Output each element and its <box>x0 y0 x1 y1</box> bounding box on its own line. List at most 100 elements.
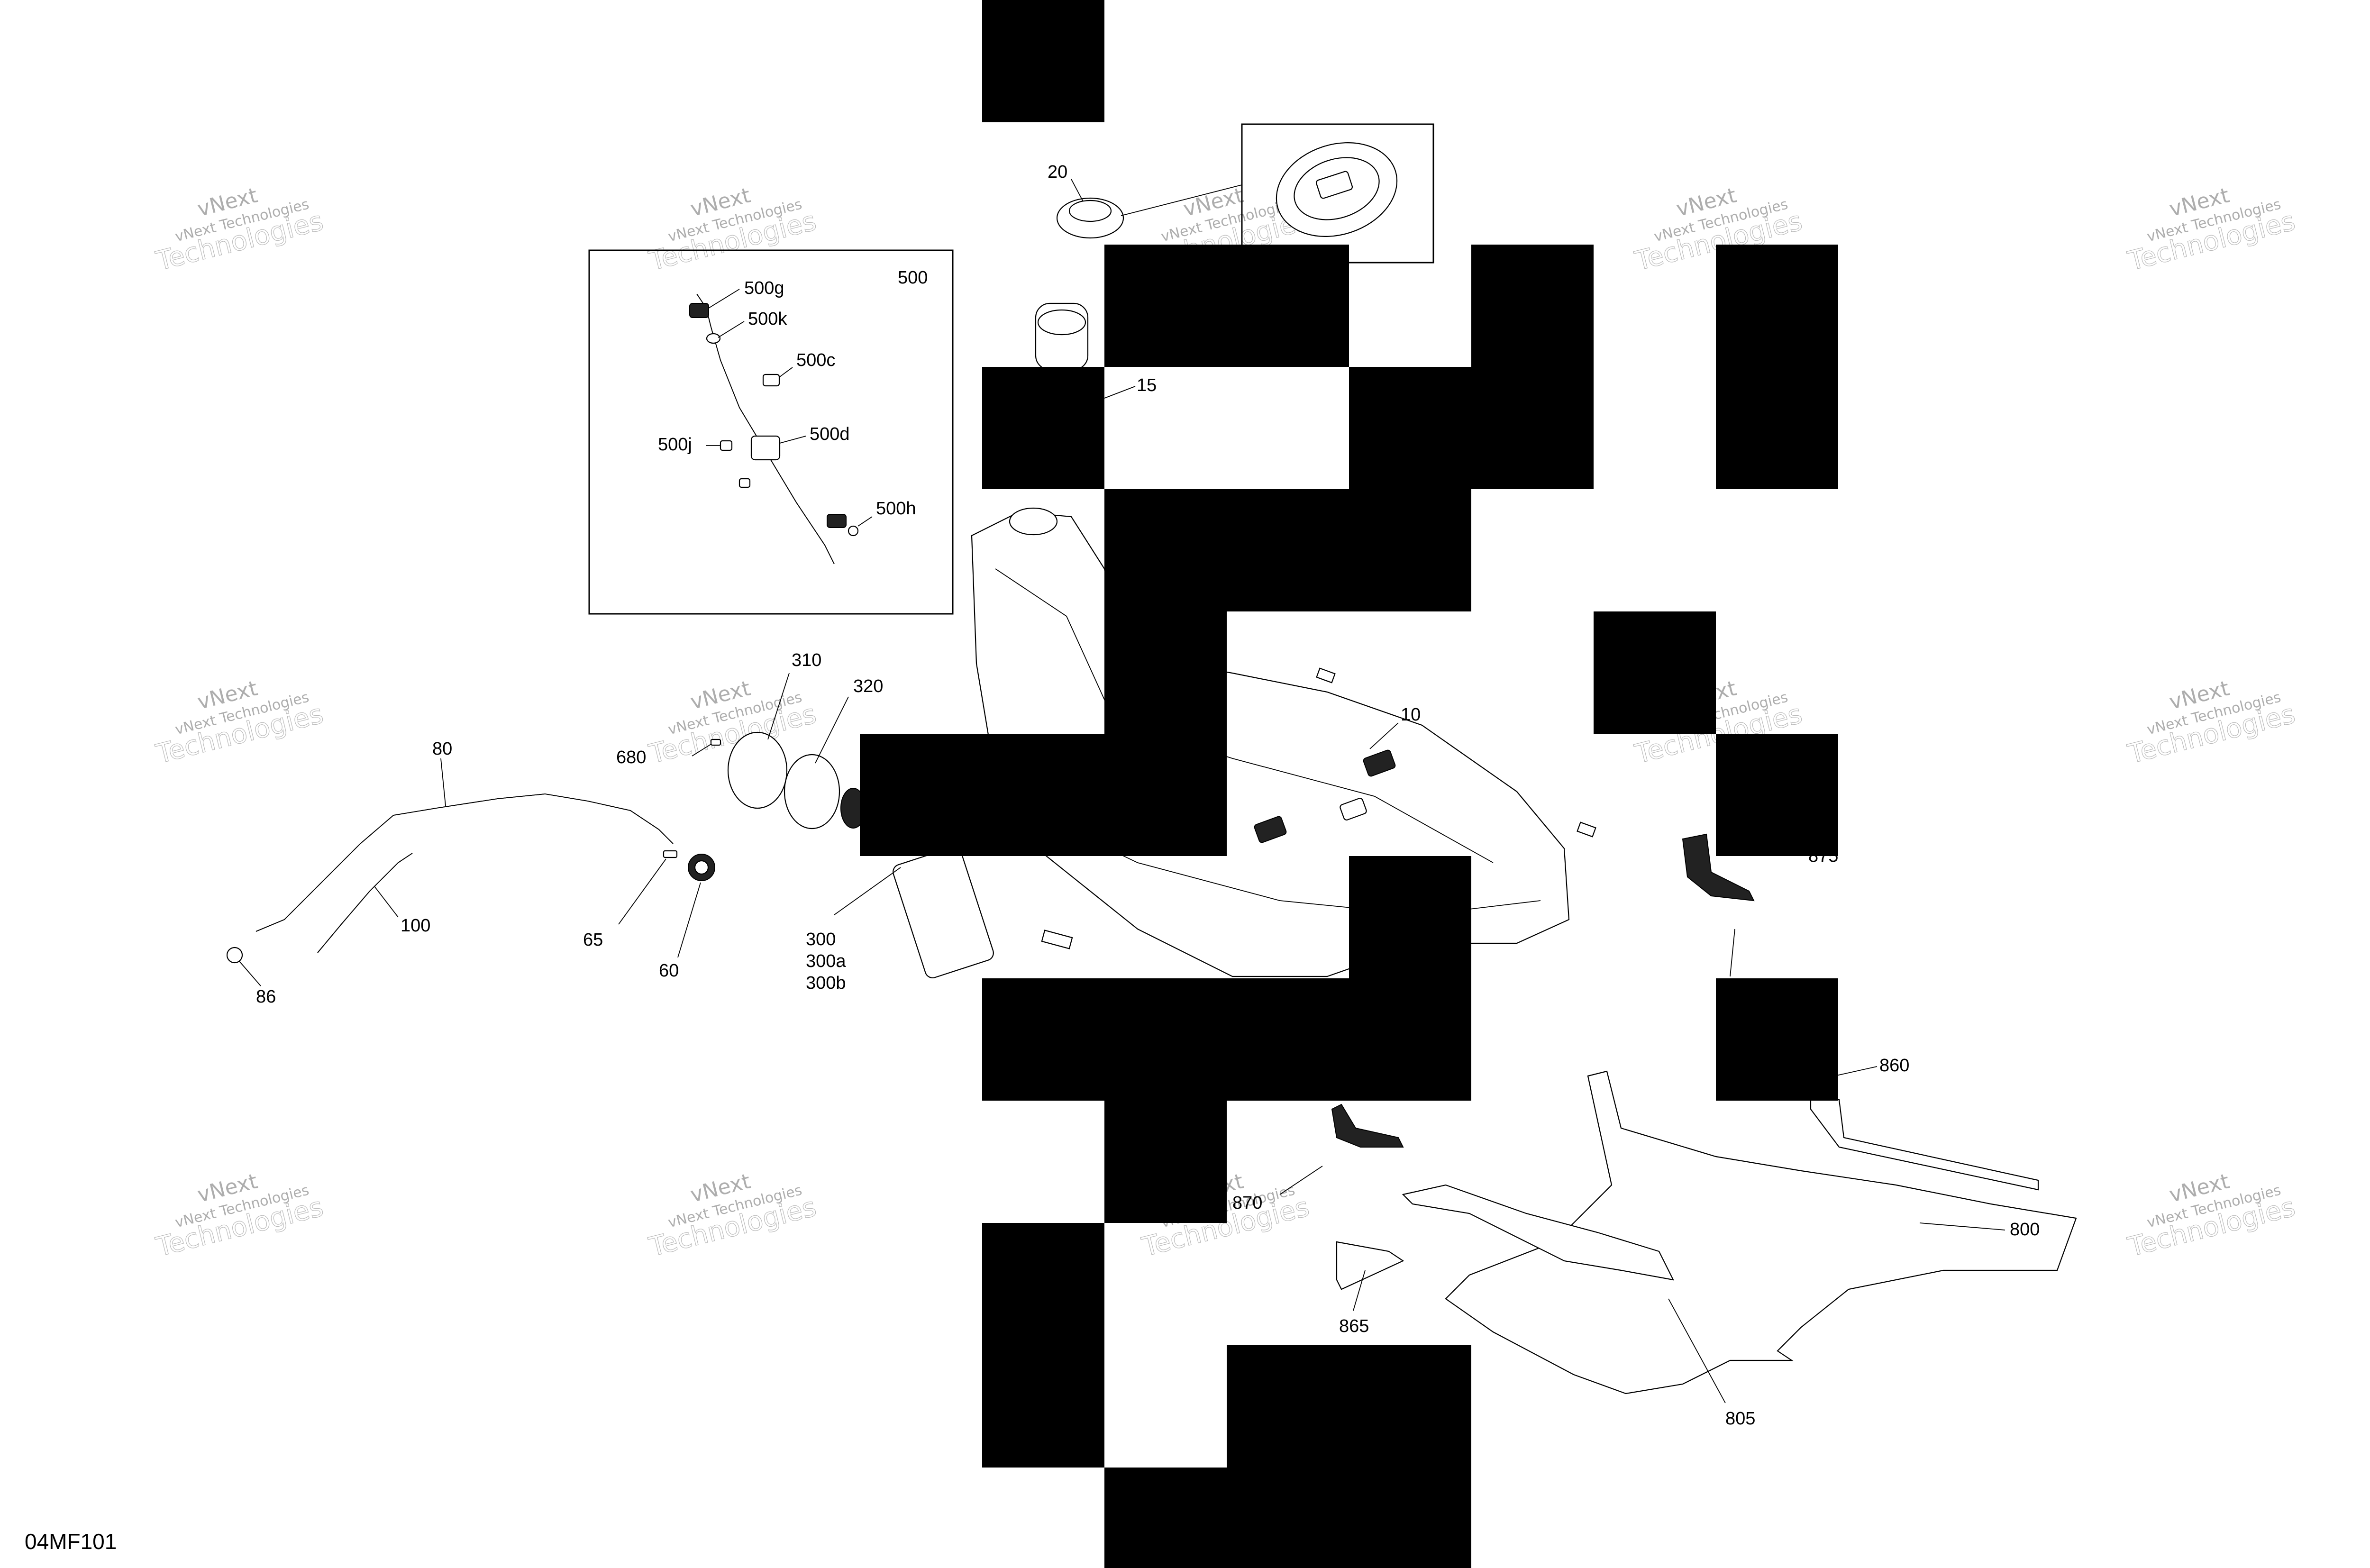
vent-hose-group: 86 80 100 <box>226 739 674 1007</box>
redaction-block <box>1349 367 1471 489</box>
callout-65: 65 <box>583 930 603 950</box>
redaction-block <box>1471 245 1594 489</box>
leader-500d <box>779 436 806 444</box>
redaction-block <box>1716 734 1838 856</box>
redaction-block <box>1104 611 1227 734</box>
fuel-cap-top <box>1068 200 1112 222</box>
leader-86 <box>239 961 261 986</box>
redaction-block <box>982 978 1471 1101</box>
shield-800 <box>1445 1070 2077 1395</box>
redaction-block <box>1716 978 1838 1101</box>
redaction-block <box>1716 245 1838 489</box>
clamp-500c <box>762 374 780 387</box>
clamp-500k <box>706 333 721 344</box>
fuel-tank-neck <box>1009 507 1058 536</box>
callout-60: 60 <box>659 961 679 981</box>
callout-865: 865 <box>1339 1316 1369 1336</box>
leader-500k <box>718 321 745 338</box>
redaction-block <box>860 734 1227 856</box>
connector-500g <box>689 303 709 318</box>
callout-500k: 500k <box>748 309 787 329</box>
leader-500g <box>708 289 740 309</box>
callout-310: 310 <box>792 650 821 670</box>
callout-500g: 500g <box>744 278 784 298</box>
redaction-block <box>982 367 1104 489</box>
callout-800: 800 <box>2010 1220 2040 1240</box>
leader-805 <box>1668 1298 1726 1404</box>
cap-label-plate <box>1315 171 1353 199</box>
leader-500c <box>779 367 793 377</box>
redaction-block <box>1104 1101 1227 1223</box>
leader-680 <box>692 744 711 757</box>
bracket-875 <box>1682 833 1755 902</box>
tank-grommet-3 <box>1041 930 1073 949</box>
leader-15 <box>1104 386 1136 399</box>
leader-80 <box>440 758 446 806</box>
seal-310 <box>727 731 788 809</box>
fuel-pump-300: 310 320 300 300a 300b <box>727 650 994 993</box>
seal-320 <box>784 754 840 830</box>
leader-310 <box>767 673 790 740</box>
leader-100 <box>374 886 399 918</box>
leader-800 <box>1919 1222 2005 1231</box>
redaction-blocks <box>860 0 1838 1568</box>
callout-80: 80 <box>432 739 452 759</box>
fitting-500d <box>750 435 781 461</box>
redaction-block <box>1349 856 1471 978</box>
leader-10 <box>1369 722 1399 749</box>
valve-60: 60 65 <box>583 850 715 981</box>
bracket-870 <box>1331 1103 1404 1148</box>
leader-860 <box>1834 1066 1878 1076</box>
clamp-500j <box>720 440 733 451</box>
strap-805 <box>1402 1184 1674 1281</box>
leader-875 <box>1730 929 1735 977</box>
pump-body <box>893 847 994 978</box>
callout-10: 10 <box>1401 705 1421 725</box>
tank-pad-3 <box>1254 816 1287 843</box>
callout-680: 680 <box>616 748 646 767</box>
callout-870: 870 <box>1232 1193 1262 1213</box>
strap-860 <box>1810 1099 2039 1191</box>
callout-100: 100 <box>401 916 430 936</box>
tank-pad-1 <box>1363 749 1396 777</box>
redaction-block <box>1227 1345 1471 1568</box>
callout-320: 320 <box>853 676 883 696</box>
leader-500h <box>857 516 873 527</box>
leader-60 <box>677 882 701 958</box>
straps-and-shields: 800 805 860 865 870 875 <box>1232 833 2077 1429</box>
callout-500j: 500j <box>658 435 692 455</box>
fuel-line-assembly <box>689 293 859 565</box>
leader-870 <box>1279 1166 1323 1195</box>
callout-500d: 500d <box>810 424 850 444</box>
hose-80 <box>255 793 674 932</box>
clip-680-body <box>710 738 721 746</box>
callout-500c: 500c <box>796 350 835 370</box>
hose-100-inner <box>317 853 413 953</box>
inset-frame <box>588 249 954 615</box>
callout-300b: 300b <box>806 973 846 993</box>
hose-100 <box>317 853 413 953</box>
leader-20 <box>1071 179 1084 202</box>
diagram-id: 04MF101 <box>25 1529 117 1554</box>
leader-865 <box>1353 1270 1366 1311</box>
tank-pad-2 <box>1340 798 1367 820</box>
fuel-cap-20: 20 <box>1048 162 1242 239</box>
redaction-block <box>982 0 1104 122</box>
clip-500h <box>848 525 859 537</box>
leader-cap-detail <box>1121 184 1242 216</box>
screw-65 <box>663 850 678 858</box>
redaction-block <box>1104 245 1349 367</box>
clip-680: 680 <box>616 738 721 767</box>
redaction-block <box>1594 611 1716 734</box>
tank-grommet-1 <box>1316 667 1336 684</box>
callout-300a: 300a <box>806 951 846 971</box>
valve-60-core <box>694 860 709 875</box>
fitting-86 <box>226 947 243 964</box>
strap-865 <box>1336 1241 1404 1290</box>
elbow-500h <box>827 514 847 528</box>
callout-15: 15 <box>1137 375 1157 395</box>
inset-label: 500 <box>898 268 928 288</box>
callout-805: 805 <box>1725 1409 1755 1429</box>
leader-320 <box>815 696 849 764</box>
